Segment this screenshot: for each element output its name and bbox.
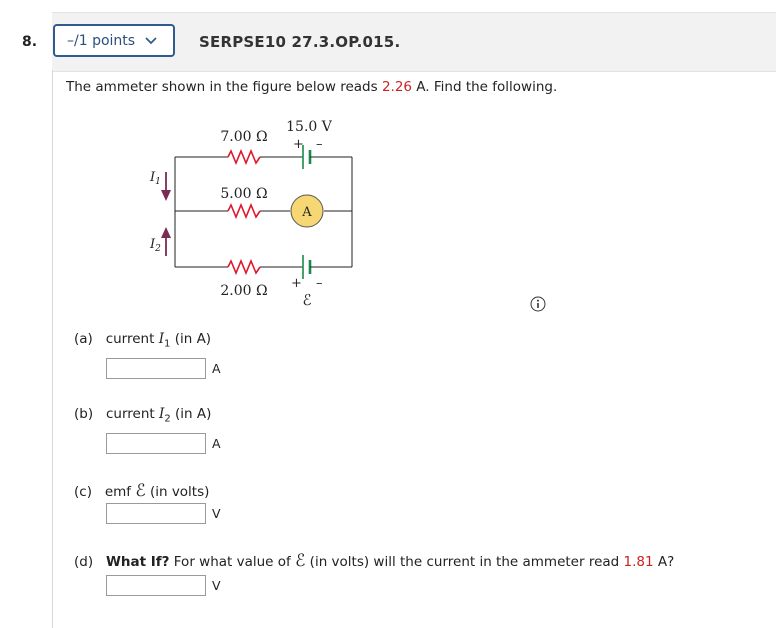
what-if-label: What If? [105, 554, 170, 570]
part-c-unit: V [212, 506, 221, 521]
info-icon[interactable] [530, 296, 546, 312]
svg-text:A: A [301, 205, 312, 220]
ammeter: A [290, 194, 324, 228]
label-battery-voltage: 15.0 V [286, 119, 333, 135]
left-rule [52, 70, 53, 628]
problem-statement: The ammeter shown in the figure below re… [66, 79, 557, 95]
label-emf: ℰ [302, 291, 311, 309]
ammeter-reading-value: 2.26 [381, 79, 412, 95]
plus-top: + [293, 137, 304, 152]
statement-text-end: A. Find the following. [412, 79, 558, 95]
part-d-unit: V [212, 578, 221, 593]
part-a-prompt: (a) current I1 (in A) [74, 331, 212, 350]
target-current-value: 1.81 [623, 554, 654, 570]
resistor-5ohm [227, 202, 261, 220]
part-c-answer-input[interactable] [106, 503, 206, 524]
current-i1-arrow [161, 172, 171, 201]
part-c-prompt: (c) emf ℰ (in volts) [74, 481, 210, 501]
question-code: SERPSE10 27.3.OP.015. [199, 33, 401, 51]
circuit-diagram: A 7.00 Ω 5.00 Ω 2.00 Ω 15.0 V + – + – ℰ … [149, 119, 353, 309]
points-dropdown-button[interactable]: –/1 points [53, 24, 175, 57]
label-r3: 2.00 Ω [220, 283, 267, 299]
part-d-prompt: (d) What If? For what value of ℰ (in vol… [74, 551, 675, 571]
minus-top: – [316, 137, 323, 152]
plus-bottom: + [291, 276, 302, 291]
battery-15v [295, 145, 322, 169]
question-number: 8. [22, 34, 38, 50]
battery-emf [295, 255, 322, 279]
statement-text: The ammeter shown in the figure below re… [66, 79, 382, 95]
label-i1: I1 [149, 170, 161, 187]
label-r2: 5.00 Ω [220, 186, 267, 202]
resistor-2ohm [227, 258, 261, 276]
part-a-unit: A [212, 361, 221, 376]
label-r1: 7.00 Ω [220, 129, 267, 145]
part-d-answer-input[interactable] [106, 575, 206, 596]
current-i2-arrow [161, 227, 171, 256]
chevron-down-icon [145, 36, 157, 44]
part-b-unit: A [212, 436, 221, 451]
points-label: –/1 points [67, 32, 136, 49]
part-a-answer-input[interactable] [106, 358, 206, 379]
resistor-7ohm [227, 148, 261, 166]
part-b-answer-input[interactable] [106, 433, 206, 454]
part-b-prompt: (b) current I2 (in A) [74, 406, 212, 425]
label-i2: I2 [149, 237, 161, 254]
minus-bottom: – [316, 276, 323, 291]
